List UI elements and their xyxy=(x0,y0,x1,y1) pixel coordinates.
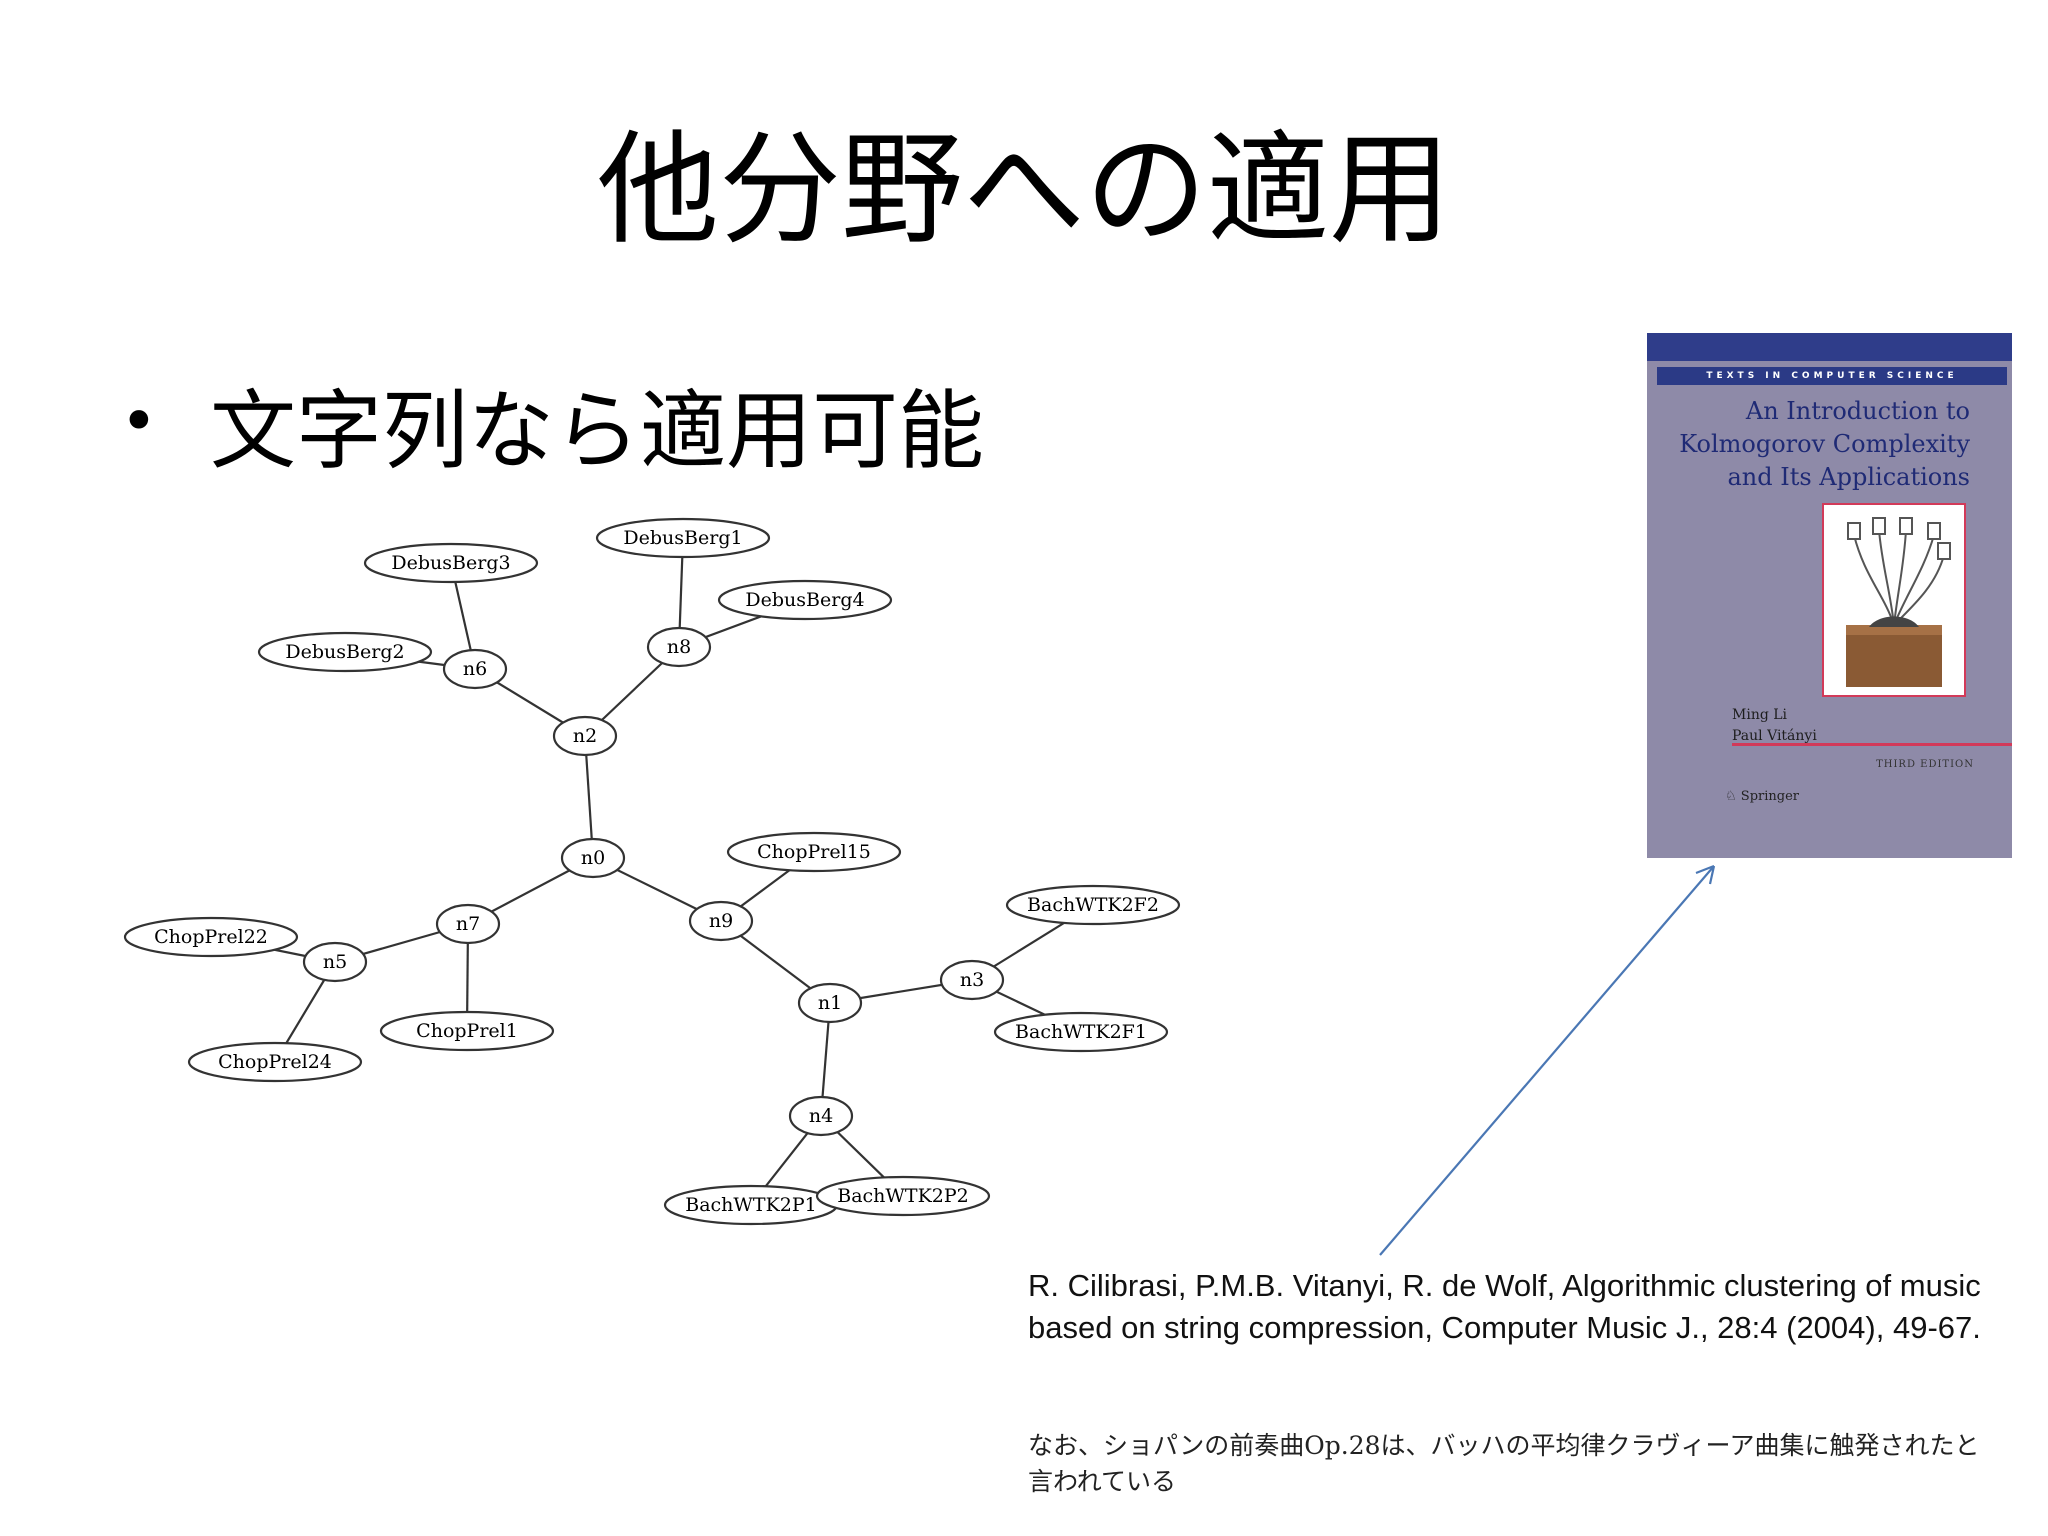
node-ellipse xyxy=(435,903,501,945)
node-label: ChopPrel1 xyxy=(416,1020,518,1042)
node-ellipse xyxy=(646,626,712,668)
node-ellipse xyxy=(688,900,754,942)
tree-leaf-node: DebusBerg1 xyxy=(595,517,771,559)
tree-internal-node: n9 xyxy=(688,900,754,942)
node-label: n9 xyxy=(709,910,733,932)
springer-logo-icon: ♘ xyxy=(1725,789,1741,804)
node-label: n7 xyxy=(456,913,480,935)
tree-internal-node: n2 xyxy=(552,715,618,757)
book-title-line: Kolmogorov Complexity xyxy=(1679,430,1970,458)
node-ellipse xyxy=(363,542,539,584)
node-label: DebusBerg2 xyxy=(285,641,404,663)
node-label: BachWTK2P1 xyxy=(685,1194,817,1216)
node-ellipse xyxy=(595,517,771,559)
node-label: ChopPrel22 xyxy=(154,926,268,948)
tree-leaf-node: BachWTK2P2 xyxy=(815,1175,991,1217)
tree-internal-node: n3 xyxy=(939,959,1005,1001)
book-title-line: An Introduction to xyxy=(1745,397,1970,425)
tree-leaf-node: ChopPrel24 xyxy=(187,1041,363,1083)
tree-leaf-node: BachWTK2F1 xyxy=(993,1011,1169,1053)
book-cover-image: TEXTS IN COMPUTER SCIENCE An Introductio… xyxy=(1647,333,2012,858)
book-publisher-name: Springer xyxy=(1740,789,1799,804)
arrow-line xyxy=(1379,865,1715,1256)
node-label: ChopPrel15 xyxy=(757,841,871,863)
node-ellipse xyxy=(187,1041,363,1083)
bullet-dot: • xyxy=(120,384,158,459)
slide-title: 他分野への適用 xyxy=(597,119,1451,261)
book-edition: THIRD EDITION xyxy=(1876,759,1974,770)
node-label: n5 xyxy=(323,951,347,973)
book-author: Paul Vitányi xyxy=(1732,728,1817,744)
node-ellipse xyxy=(123,916,299,958)
tree-leaf-node: ChopPrel15 xyxy=(726,831,902,873)
node-ellipse xyxy=(797,982,863,1024)
node-ellipse xyxy=(560,837,626,879)
node-ellipse xyxy=(939,959,1005,1001)
node-label: n3 xyxy=(960,969,984,991)
bullet-text: 文字列なら適用可能 xyxy=(210,381,984,482)
book-series: TEXTS IN COMPUTER SCIENCE xyxy=(1657,367,2007,385)
node-label: n4 xyxy=(809,1105,833,1127)
node-label: DebusBerg4 xyxy=(745,589,864,611)
tree-edge xyxy=(583,735,595,859)
node-ellipse xyxy=(726,831,902,873)
node-label: n6 xyxy=(463,658,487,680)
node-label: BachWTK2F2 xyxy=(1027,894,1159,916)
node-label: n2 xyxy=(573,725,597,747)
node-label: BachWTK2F1 xyxy=(1015,1021,1147,1043)
book-top-band xyxy=(1647,333,2012,361)
tree-leaf-node: DebusBerg3 xyxy=(363,542,539,584)
node-label: n8 xyxy=(667,636,691,658)
bullet-item: • 文字列なら適用可能 xyxy=(120,375,984,482)
tree-leaf-node: BachWTK2P1 xyxy=(663,1184,839,1226)
node-label: ChopPrel24 xyxy=(218,1051,332,1073)
node-ellipse xyxy=(1005,884,1181,926)
book-authors: Ming Li Paul Vitányi xyxy=(1732,705,1817,747)
node-ellipse xyxy=(717,579,893,621)
tree-leaf-node: DebusBerg2 xyxy=(257,631,433,673)
book-author: Ming Li xyxy=(1732,707,1788,723)
book-publisher: ♘ Springer xyxy=(1725,789,1799,804)
node-ellipse xyxy=(379,1010,555,1052)
tree-internal-node: n7 xyxy=(435,903,501,945)
tree-internal-node: n8 xyxy=(646,626,712,668)
sculpture-illustration xyxy=(1846,517,1951,687)
tree-internal-node: n4 xyxy=(788,1095,854,1137)
node-ellipse xyxy=(993,1011,1169,1053)
tree-internal-node: n0 xyxy=(560,837,626,879)
arrow-head-icon xyxy=(1695,864,1716,885)
node-ellipse xyxy=(788,1095,854,1137)
note-text: なお、ショパンの前奏曲Op.28は、バッハの平均律クラヴィーア曲集に触発されたと… xyxy=(1028,1431,1980,1496)
node-label: n0 xyxy=(581,847,605,869)
node-ellipse xyxy=(815,1175,991,1217)
tree-internal-node: n6 xyxy=(442,648,508,690)
citation-text: R. Cilibrasi, P.M.B. Vitanyi, R. de Wolf… xyxy=(1028,1268,1981,1345)
tree-leaf-node: ChopPrel22 xyxy=(123,916,299,958)
book-title-line: and Its Applications xyxy=(1727,463,1970,491)
tree-internal-node: n5 xyxy=(302,941,368,983)
node-ellipse xyxy=(302,941,368,983)
tree-leaf-node: BachWTK2F2 xyxy=(1005,884,1181,926)
book-accent-rule xyxy=(1732,743,2012,746)
node-label: DebusBerg1 xyxy=(623,527,742,549)
book-cover-picture xyxy=(1822,503,1966,697)
node-ellipse xyxy=(257,631,433,673)
tree-internal-node: n1 xyxy=(797,982,863,1024)
tree-leaf-node: ChopPrel1 xyxy=(379,1010,555,1052)
book-title: An Introduction to Kolmogorov Complexity… xyxy=(1647,395,1970,494)
node-label: n1 xyxy=(818,992,842,1014)
node-label: DebusBerg3 xyxy=(391,552,510,574)
node-ellipse xyxy=(552,715,618,757)
tree-leaf-node: DebusBerg4 xyxy=(717,579,893,621)
node-label: BachWTK2P2 xyxy=(837,1185,969,1207)
node-ellipse xyxy=(442,648,508,690)
